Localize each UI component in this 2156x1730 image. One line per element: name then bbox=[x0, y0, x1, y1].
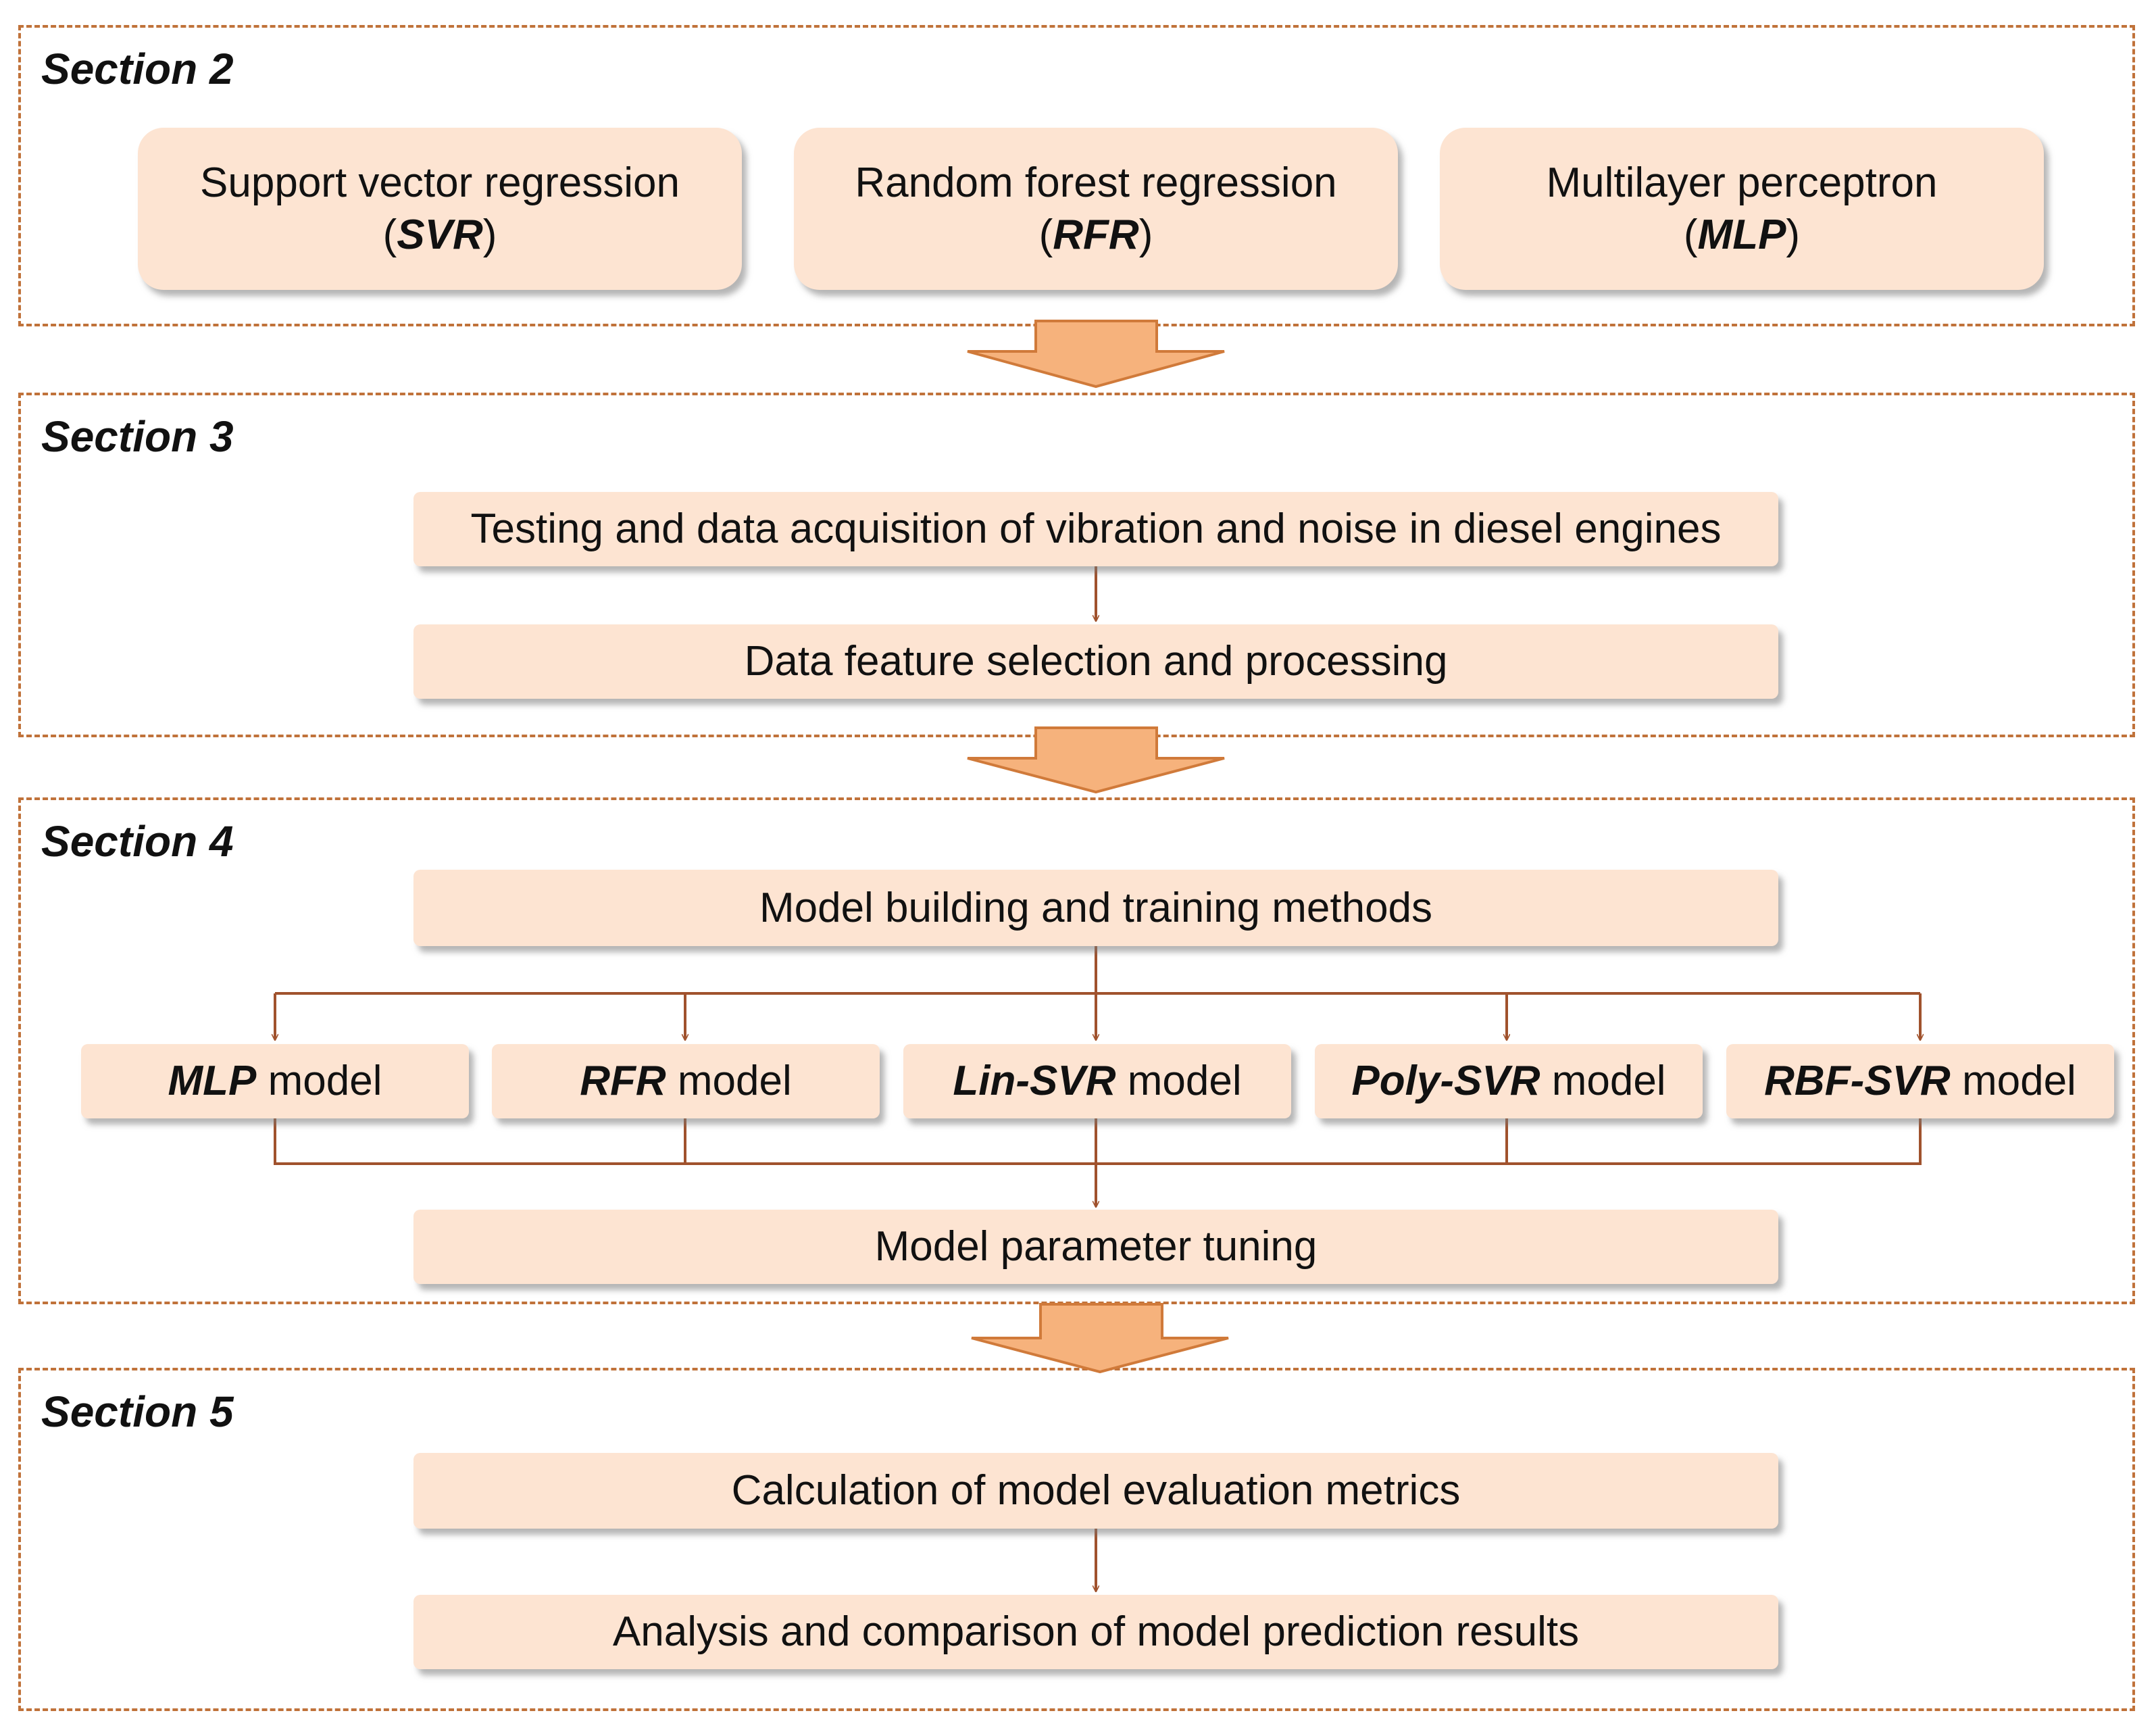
model-abbr-mlp: MLP bbox=[168, 1058, 257, 1105]
method-abbr-mlp-wrap: (MLP) bbox=[1683, 212, 1801, 258]
step-parameter-tuning-label: Model parameter tuning bbox=[874, 1223, 1318, 1270]
section-4-title: Section 4 bbox=[41, 817, 234, 866]
section-2-title: Section 2 bbox=[41, 45, 234, 93]
model-suffix-lin-svr: model bbox=[1127, 1058, 1242, 1105]
method-name-svr: Support vector regression bbox=[200, 159, 680, 206]
step-model-building-label: Model building and training methods bbox=[759, 884, 1433, 931]
method-box-rfr: Random forest regression (RFR) bbox=[794, 128, 1398, 290]
step-evaluation-metrics-label: Calculation of model evaluation metrics bbox=[731, 1467, 1461, 1514]
model-box-poly-svr: Poly-SVR model bbox=[1315, 1044, 1703, 1118]
model-abbr-rbf-svr: RBF-SVR bbox=[1764, 1058, 1951, 1105]
method-abbr-rfr-wrap: (RFR) bbox=[1038, 212, 1153, 258]
step-data-acquisition-label: Testing and data acquisition of vibratio… bbox=[470, 505, 1722, 553]
method-abbr-svr: SVR bbox=[397, 212, 483, 258]
method-abbr-mlp: MLP bbox=[1697, 212, 1786, 258]
model-abbr-poly-svr: Poly-SVR bbox=[1351, 1058, 1540, 1105]
step-feature-selection-label: Data feature selection and processing bbox=[744, 638, 1448, 685]
model-suffix-rfr: model bbox=[677, 1058, 792, 1105]
model-box-rbf-svr: RBF-SVR model bbox=[1726, 1044, 2114, 1118]
method-abbr-rfr: RFR bbox=[1053, 212, 1139, 258]
method-abbr-svr-wrap: (SVR) bbox=[382, 212, 497, 258]
method-box-mlp: Multilayer perceptron (MLP) bbox=[1440, 128, 2044, 290]
section-3-title: Section 3 bbox=[41, 412, 234, 461]
model-box-rfr: RFR model bbox=[492, 1044, 880, 1118]
big-arrow-4-5 bbox=[971, 1303, 1229, 1374]
model-suffix-rbf-svr: model bbox=[1961, 1058, 2076, 1105]
step-results-analysis: Analysis and comparison of model predict… bbox=[413, 1595, 1778, 1669]
section-5-frame: Section 5 bbox=[18, 1368, 2135, 1711]
model-abbr-rfr: RFR bbox=[580, 1058, 666, 1105]
line-collect-bar bbox=[274, 1118, 1922, 1165]
method-box-svr: Support vector regression (SVR) bbox=[138, 128, 742, 290]
step-feature-selection: Data feature selection and processing bbox=[413, 624, 1778, 699]
step-data-acquisition: Testing and data acquisition of vibratio… bbox=[413, 492, 1778, 566]
big-arrow-3-4 bbox=[967, 726, 1225, 794]
model-abbr-lin-svr: Lin-SVR bbox=[953, 1058, 1116, 1105]
method-name-rfr: Random forest regression bbox=[855, 159, 1337, 206]
model-suffix-poly-svr: model bbox=[1551, 1058, 1666, 1105]
model-suffix-mlp: model bbox=[268, 1058, 382, 1105]
big-arrow-2-3 bbox=[967, 320, 1225, 389]
method-name-mlp: Multilayer perceptron bbox=[1546, 159, 1938, 206]
section-5-title: Section 5 bbox=[41, 1387, 234, 1436]
model-box-lin-svr: Lin-SVR model bbox=[903, 1044, 1291, 1118]
model-box-mlp: MLP model bbox=[81, 1044, 469, 1118]
step-parameter-tuning: Model parameter tuning bbox=[413, 1210, 1778, 1284]
step-model-building: Model building and training methods bbox=[413, 870, 1778, 946]
step-evaluation-metrics: Calculation of model evaluation metrics bbox=[413, 1453, 1778, 1529]
step-results-analysis-label: Analysis and comparison of model predict… bbox=[612, 1608, 1580, 1656]
